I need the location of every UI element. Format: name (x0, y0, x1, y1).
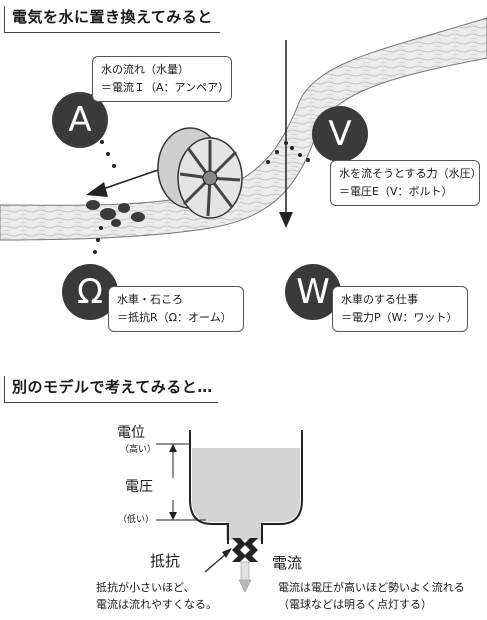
section1-title-tick (4, 6, 5, 32)
ohm-symbol-icon: Ω (62, 264, 118, 320)
tank-outline (189, 430, 303, 544)
stones (86, 200, 145, 227)
voltage-label: 電圧 (125, 479, 153, 495)
river-illustration (0, 17, 487, 254)
power-callout-line2: ＝電力P（W：ワット） (341, 311, 458, 324)
power-callout: 水車のする仕事 ＝電力P（W：ワット） (332, 286, 468, 332)
voltage-callout-line2: ＝電圧E（V：ボルト） (339, 185, 453, 198)
flow-arrow-head (86, 182, 108, 197)
voltage-callout-line1: 水を流そうとする力（水圧） (339, 167, 482, 180)
section1-title: 電気を水に置き換えてみると (12, 8, 213, 26)
current-label: 電流 (272, 554, 303, 572)
resistance-note-line2: 電流は流れやすくなる。 (96, 598, 217, 611)
current-callout-line2: ＝電流Ｉ（A：アンペア） (101, 81, 230, 94)
resistance-callout-line2: ＝抵抗R（Ω：オーム） (117, 311, 232, 324)
current-note-line1: 電流は電圧が高いほど勢いよく流れる (278, 581, 465, 594)
tank-water (192, 448, 300, 540)
water-wheel (157, 127, 243, 219)
outflow-arrow-head (238, 579, 252, 593)
current-callout-line1: 水の流れ（水量） (101, 63, 189, 76)
potential-high-label: （高い） (120, 445, 157, 455)
current-callout: 水の流れ（水量） ＝電流Ｉ（A：アンペア） (92, 56, 232, 102)
section2-title-underline (4, 402, 218, 403)
section2-title: 別のモデルで考えてみると… (12, 378, 213, 396)
current-note-line2: （電球などは明るく点灯する） (278, 598, 432, 611)
section2-title-tick (4, 376, 5, 402)
resistance-label: 抵抗 (150, 552, 181, 570)
constriction (232, 538, 246, 562)
flow-arrow (99, 169, 159, 191)
resistance-callout: 水車・石ころ ＝抵抗R（Ω：オーム） (108, 286, 244, 332)
resistance-callout-line1: 水車・石ころ (117, 293, 183, 306)
watt-symbol-icon: W (285, 264, 341, 320)
pressure-arrow-head (279, 212, 293, 228)
potential-low-label: （低い） (118, 515, 155, 525)
tank-diagram (156, 430, 303, 593)
volt-symbol-icon: V (312, 106, 368, 162)
resistance-note-line1: 抵抗が小さいほど、 (96, 581, 195, 594)
voltage-callout: 水を流そうとする力（水圧） ＝電圧E（V：ボルト） (330, 160, 482, 206)
section1-title-underline (4, 32, 220, 33)
power-callout-line1: 水車のする仕事 (341, 293, 418, 306)
potential-label: 電位 (117, 425, 145, 441)
resistance-pointer (204, 553, 227, 573)
